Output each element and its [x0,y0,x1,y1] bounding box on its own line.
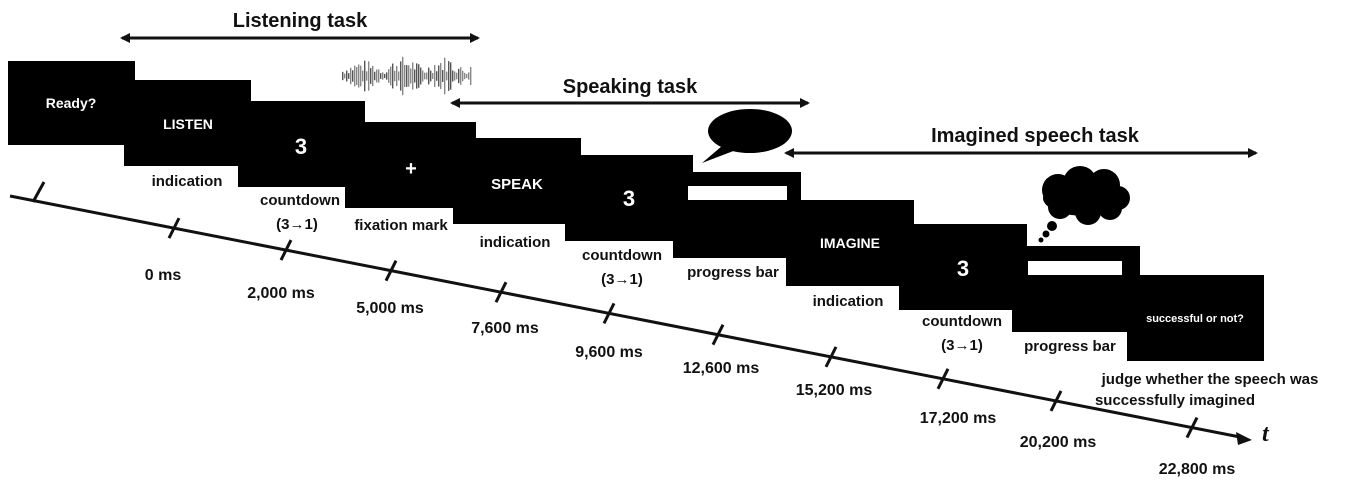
label-progress-bar-2: progress bar [1024,338,1116,355]
time-tick-label: 15,200 ms [796,382,873,399]
label-progress-bar-1: progress bar [687,264,779,281]
time-axis-line [9,194,1241,439]
label-judge-line2: successfully imagined [1095,392,1255,409]
screen-ready-text: Ready? [46,95,97,111]
label-countdown-1-range: (3→1) [276,216,318,233]
screen-countdown-3: 3 [899,224,1027,310]
imagined-task-range: Imagined speech task [784,125,1258,158]
label-indication-2: indication [480,234,551,251]
progress-bar-1 [688,186,787,200]
time-tick [384,259,398,282]
speaking-task-range: Speaking task [450,76,810,108]
time-axis: t [9,181,1270,447]
time-tick [602,302,616,325]
screen-countdown-3-text: 3 [957,256,969,281]
time-tick [279,239,293,261]
screen-listen: LISTEN [124,80,251,166]
label-judge-line1: judge whether the speech was [1101,371,1319,388]
screen-listen-text: LISTEN [163,116,213,132]
label-countdown-1: countdown [260,192,340,209]
speech-bubble-icon [702,109,792,163]
speaking-task-title: Speaking task [563,76,698,98]
screen-countdown-1-text: 3 [295,134,307,159]
label-indication-1: indication [152,173,223,190]
time-tick-label: 5,000 ms [356,300,424,317]
time-tick-label: 9,600 ms [575,344,643,361]
screen-judge-text: successful or not? [1146,313,1244,325]
thought-cloud-icon [1038,166,1130,243]
time-tick [711,324,725,346]
imagined-task-title: Imagined speech task [931,125,1140,147]
label-countdown-3: countdown [922,313,1002,330]
screen-progress-1 [673,172,801,258]
label-indication-3: indication [813,293,884,310]
time-tick [1185,416,1199,439]
time-tick-label: 17,200 ms [920,410,997,427]
label-fixation-mark: fixation mark [354,217,448,234]
time-axis-arrowhead [1236,432,1252,445]
time-tick [936,368,950,390]
time-tick [167,217,181,239]
screen-ready: Ready? [8,61,135,145]
label-countdown-3-range: (3→1) [941,337,983,354]
time-ticks: 0 ms 2,000 ms 5,000 ms 7,600 ms 9,600 ms 12,6… [145,217,1236,478]
time-axis-label: t [1262,421,1270,447]
time-tick-label: 0 ms [145,267,182,284]
listening-task-range: Listening task [120,10,480,43]
screen-judge: successful or not? [1127,275,1264,361]
audio-waveform-icon [342,56,472,96]
tick-start [31,181,46,203]
label-countdown-2-range: (3→1) [601,271,643,288]
progress-bar-2 [1028,261,1122,275]
screen-countdown-1: 3 [238,101,365,187]
listening-task-title: Listening task [233,10,368,32]
time-tick [494,281,508,303]
time-tick-label: 7,600 ms [471,320,539,337]
screen-imagine-text: IMAGINE [820,235,880,251]
screen-speak: SPEAK [453,138,581,224]
screen-countdown-2: 3 [565,155,693,241]
time-tick-label: 2,000 ms [247,285,315,302]
label-countdown-2: countdown [582,247,662,264]
time-tick [1049,390,1063,412]
screen-fixation-text: + [405,158,417,180]
time-tick-label: 12,600 ms [683,360,760,377]
screen-speak-text: SPEAK [491,176,543,193]
screen-progress-2 [1012,246,1140,332]
screen-imagine: IMAGINE [786,200,914,286]
time-tick-label: 22,800 ms [1159,461,1236,478]
time-tick [824,346,838,368]
time-tick-label: 20,200 ms [1020,434,1097,451]
screen-countdown-2-text: 3 [623,186,635,211]
